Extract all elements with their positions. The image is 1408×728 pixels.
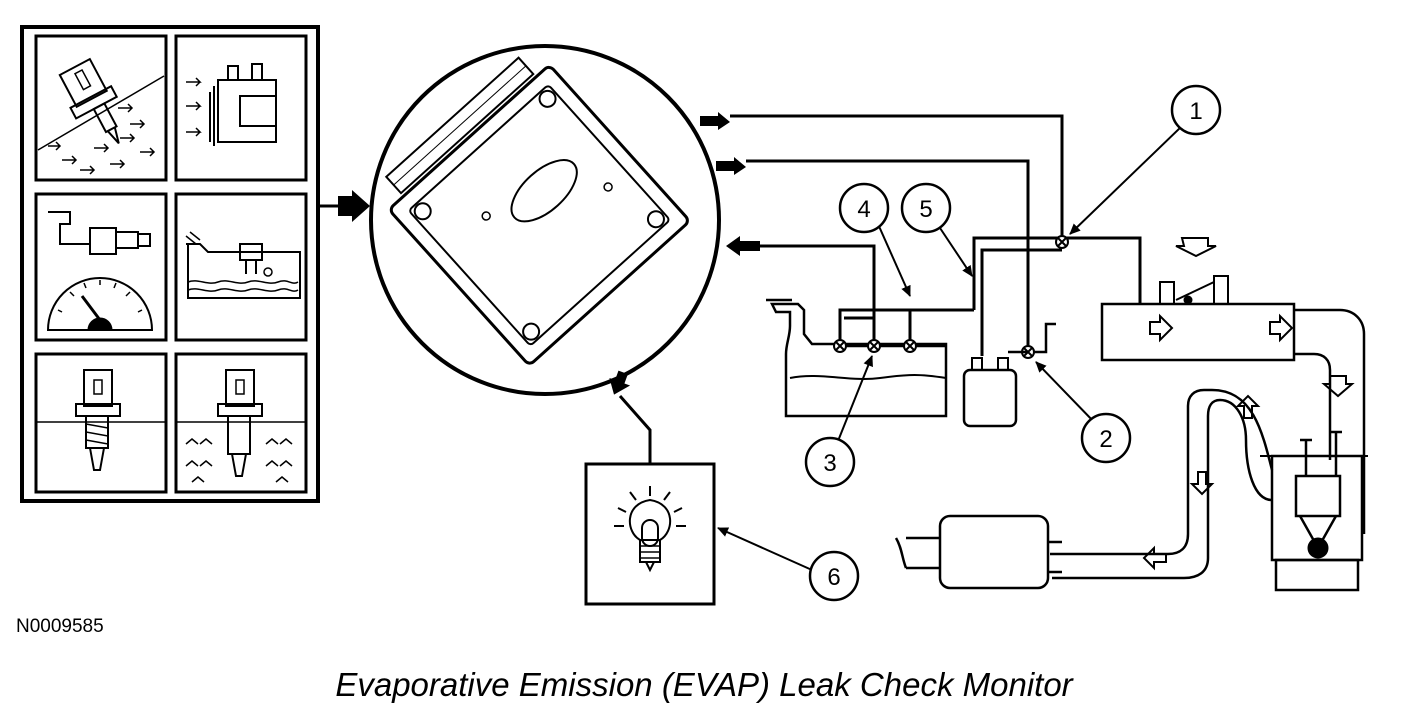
evap-canister xyxy=(962,322,1056,428)
callout-4: 4 xyxy=(838,182,890,234)
callout-2: 2 xyxy=(1080,412,1132,464)
callout-2-label: 2 xyxy=(1099,426,1112,453)
muffler xyxy=(894,514,1062,590)
panel-to-pcm-arrow xyxy=(318,190,370,222)
powertrain-control-module xyxy=(369,44,721,396)
temperature-sensor-cell xyxy=(34,352,168,494)
figure-caption: Evaporative Emission (EVAP) Leak Check M… xyxy=(335,666,1073,703)
sensor-panel-frame xyxy=(20,25,320,503)
callout-5: 5 xyxy=(900,182,952,234)
callout-5-label: 5 xyxy=(919,196,932,223)
engine xyxy=(1260,430,1368,592)
exhaust-pipe xyxy=(1050,388,1274,580)
mass-air-flow-cell xyxy=(174,34,308,182)
callout-3-label: 3 xyxy=(823,450,836,477)
coolant-sensor-cell xyxy=(174,352,308,494)
callout-4-label: 4 xyxy=(857,196,870,223)
callout-3: 3 xyxy=(804,436,856,488)
callout-1-label: 1 xyxy=(1189,98,1202,125)
callout-leaders xyxy=(717,125,1183,571)
valve-symbols xyxy=(833,235,1069,359)
malfunction-indicator-lamp xyxy=(584,462,716,606)
tank-valves xyxy=(838,236,1142,356)
callout-1: 1 xyxy=(1170,84,1222,136)
sensor-panel xyxy=(20,25,320,503)
fuel-level-cell xyxy=(174,192,308,342)
pcm-harness xyxy=(618,114,1064,464)
callout-6-label: 6 xyxy=(827,564,840,591)
airflow-sensor-cell xyxy=(34,34,168,182)
pcm-output-arrows xyxy=(609,112,760,395)
pressure-gauge-cell xyxy=(34,192,168,342)
intake-manifold xyxy=(1100,237,1366,534)
figure-reference-id: N0009585 xyxy=(16,616,104,637)
fuel-tank xyxy=(766,298,948,418)
callout-6: 6 xyxy=(808,550,860,602)
